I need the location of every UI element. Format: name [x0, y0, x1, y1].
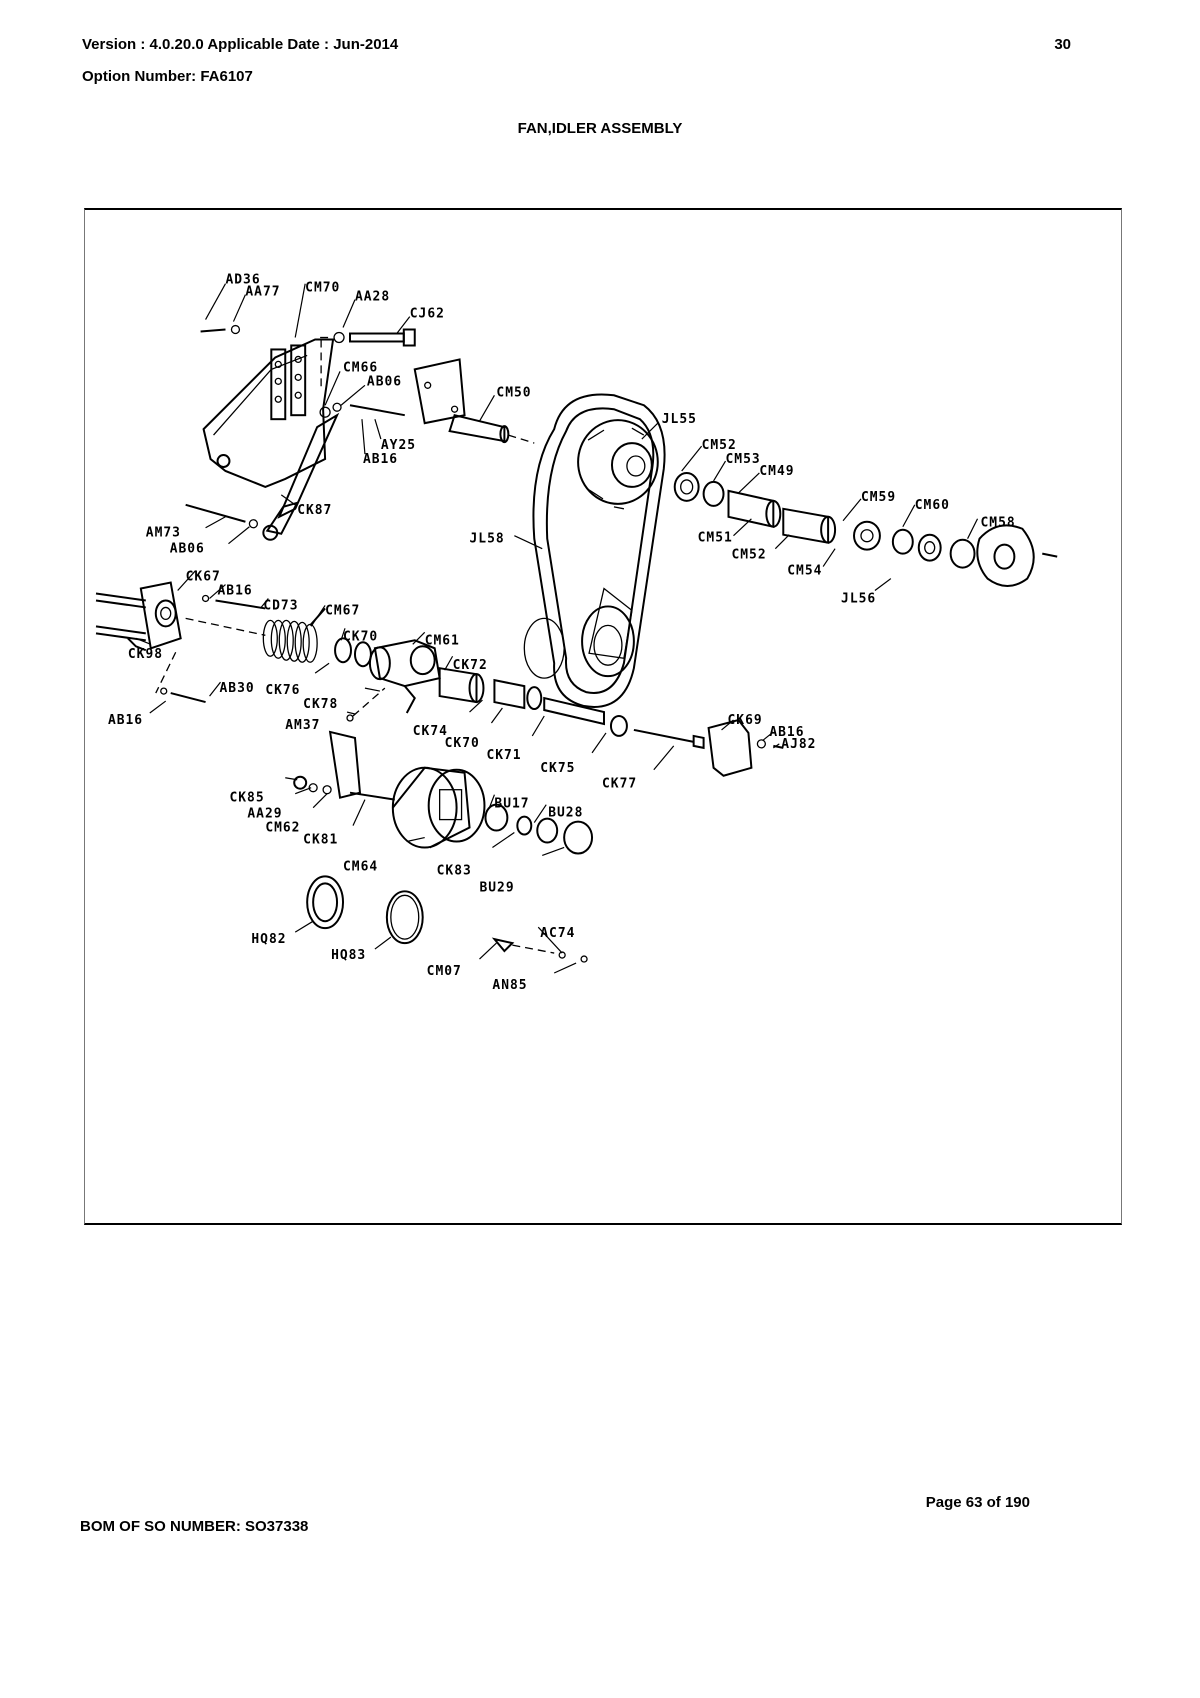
leader-lines	[135, 283, 979, 974]
part-label-AA29: AA29	[247, 807, 282, 822]
part-label-CK72: CK72	[453, 658, 488, 673]
part-label-CM50: CM50	[496, 385, 531, 400]
part-label-AA28: AA28	[355, 290, 390, 305]
part-label-JL56: JL56	[841, 591, 876, 606]
part-label-CM52: CM52	[702, 438, 737, 453]
part-label-AB06-lower: AB06	[170, 542, 205, 557]
part-label-CK98: CK98	[128, 647, 163, 662]
part-label-CK77: CK77	[602, 777, 637, 792]
part-label-CM53: CM53	[726, 452, 761, 467]
part-label-CM58: CM58	[981, 516, 1016, 531]
part-label-AB16-left: AB16	[108, 713, 143, 728]
part-label-CK70-lower: CK70	[445, 736, 480, 751]
part-label-AM73: AM73	[146, 526, 181, 541]
part-label-HQ82: HQ82	[251, 932, 286, 947]
part-label-CM66: CM66	[343, 360, 378, 375]
part-label-CK83: CK83	[437, 863, 472, 878]
part-label-HQ83: HQ83	[331, 948, 366, 963]
part-labels: AD36 AA77 CM70 AA28 CJ62 CM66 AB06 CM50 …	[108, 273, 1016, 993]
part-label-CM51: CM51	[698, 531, 733, 546]
bom-number: BOM OF SO NUMBER: SO37338	[80, 1518, 309, 1535]
part-label-CM52-lower: CM52	[731, 548, 766, 563]
part-label-CM49: CM49	[759, 464, 794, 479]
part-label-AD36: AD36	[225, 273, 260, 288]
part-label-CM60: CM60	[915, 498, 950, 513]
part-label-CJ62: CJ62	[410, 307, 445, 322]
part-label-CM61: CM61	[425, 633, 460, 648]
part-label-CK75: CK75	[540, 761, 575, 776]
diagram-title: FAN,IDLER ASSEMBLY	[517, 120, 683, 137]
part-label-AN85: AN85	[492, 978, 527, 993]
part-label-CM64: CM64	[343, 859, 378, 874]
part-label-CK71: CK71	[486, 748, 521, 763]
part-label-AY25: AY25	[381, 438, 416, 453]
part-label-CK70: CK70	[343, 629, 378, 644]
version-line: Version : 4.0.20.0 Applicable Date : Jun…	[82, 36, 399, 53]
parts-diagram-frame: AD36 AA77 CM70 AA28 CJ62 CM66 AB06 CM50 …	[84, 208, 1122, 1225]
part-label-AB30: AB30	[220, 681, 255, 696]
part-label-CK81: CK81	[303, 832, 338, 847]
part-label-CK76: CK76	[265, 683, 300, 698]
part-label-AM37: AM37	[285, 718, 320, 733]
part-label-BU29: BU29	[479, 880, 514, 895]
part-label-CK74: CK74	[413, 724, 448, 739]
part-label-CM67: CM67	[325, 603, 360, 618]
part-label-CM54: CM54	[787, 564, 822, 579]
part-label-CK67: CK67	[186, 570, 221, 585]
part-label-BU28: BU28	[548, 806, 583, 821]
part-label-CK85: CK85	[229, 791, 264, 806]
part-label-CM70: CM70	[305, 281, 340, 296]
part-label-AJ82: AJ82	[781, 737, 816, 752]
page-counter: Page 63 of 190	[925, 1494, 1030, 1511]
part-label-JL58: JL58	[470, 532, 505, 547]
option-number: Option Number: FA6107	[82, 68, 253, 85]
part-label-AB16: AB16	[363, 452, 398, 467]
part-label-AC74: AC74	[540, 926, 575, 941]
part-label-JL55: JL55	[662, 412, 697, 427]
part-label-CD73: CD73	[263, 598, 298, 613]
page-number: 30	[1054, 36, 1071, 53]
part-label-CK69: CK69	[728, 713, 763, 728]
part-label-AB06: AB06	[367, 374, 402, 389]
drawing-geometry	[95, 324, 1058, 963]
part-label-AA77: AA77	[245, 285, 280, 300]
part-label-AB16-right: AB16	[769, 725, 804, 740]
exploded-parts-diagram: AD36 AA77 CM70 AA28 CJ62 CM66 AB06 CM50 …	[95, 273, 1058, 993]
part-label-CK78: CK78	[303, 697, 338, 712]
part-label-CM07: CM07	[427, 964, 462, 979]
part-label-CM62: CM62	[265, 821, 300, 836]
part-label-CK87: CK87	[297, 503, 332, 518]
part-label-CM59: CM59	[861, 490, 896, 505]
part-label-AB16-mid: AB16	[218, 583, 253, 598]
part-label-BU17: BU17	[494, 797, 529, 812]
